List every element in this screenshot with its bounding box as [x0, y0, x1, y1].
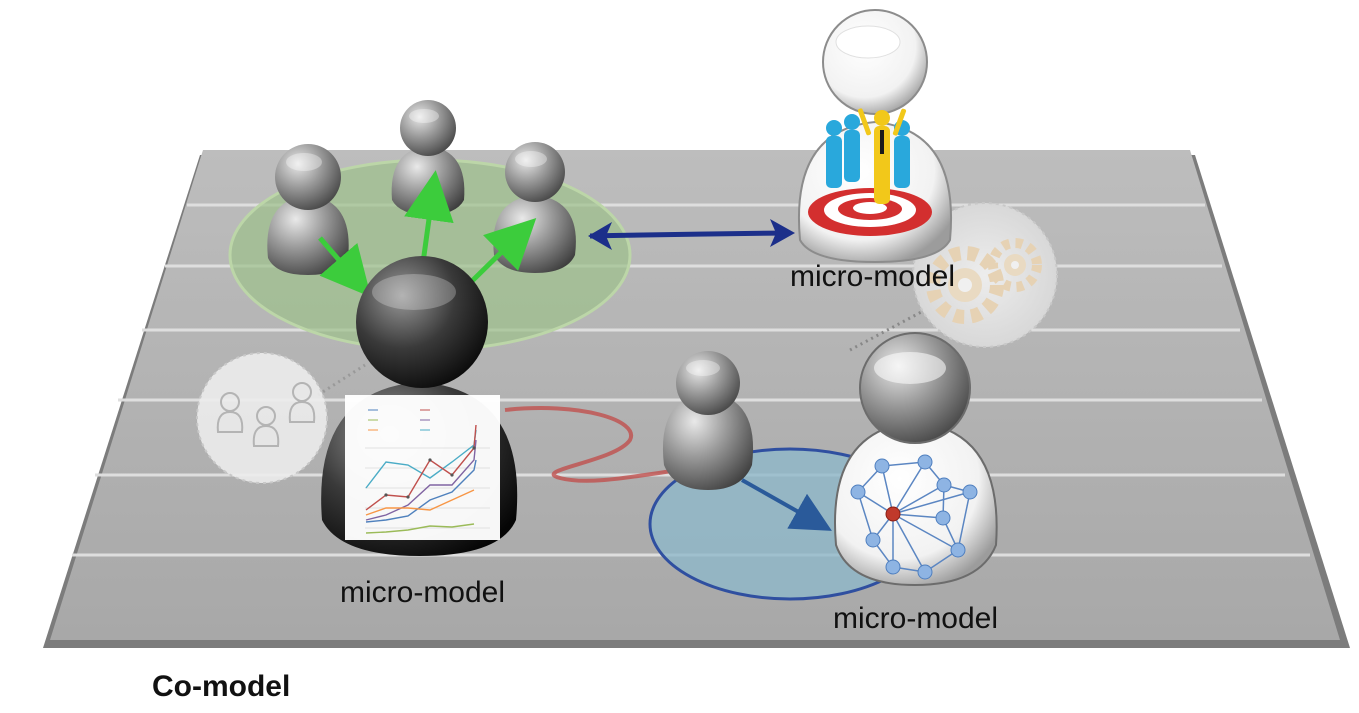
micro-model-label-bottom-right: micro-model [833, 602, 999, 635]
team-target-icon [798, 9, 952, 264]
red-link-line [504, 406, 681, 483]
blue-double-arrow [588, 219, 795, 250]
person-figure-icon [391, 100, 465, 215]
person-figure-icon [662, 351, 754, 490]
network-graph-icon [834, 332, 998, 587]
connector-gears [849, 308, 926, 352]
micro-model-label-bottom-left: micro-model [340, 576, 506, 609]
blue-arrow [741, 478, 832, 531]
line-chart-icon [345, 395, 500, 540]
diagram-title: Co-model [152, 670, 291, 703]
micro-model-label-top-right: micro-model [790, 260, 956, 293]
group-outline-icon [196, 352, 328, 484]
